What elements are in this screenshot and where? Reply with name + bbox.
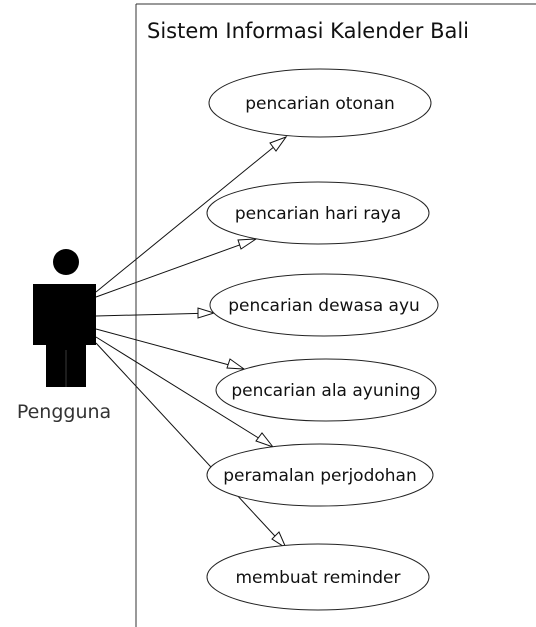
actor-label: Pengguna bbox=[17, 401, 111, 423]
use-case-label: pencarian otonan bbox=[245, 94, 395, 114]
association-perjodohan bbox=[95, 336, 274, 448]
use-case-ellipse bbox=[209, 273, 439, 337]
use-case-ellipse bbox=[215, 358, 437, 422]
use-case-ala-ayuning: pencarian ala ayuning bbox=[215, 358, 437, 422]
association-reminder bbox=[95, 342, 287, 549]
associations bbox=[95, 135, 288, 550]
use-case-hari-raya: pencarian hari raya bbox=[206, 181, 430, 245]
use-case-label: pencarian ala ayuning bbox=[231, 381, 420, 401]
arrowhead-hari-raya bbox=[237, 238, 258, 250]
association-otonan bbox=[95, 136, 287, 293]
actor: Pengguna bbox=[17, 249, 111, 423]
use-case-label: membuat reminder bbox=[235, 568, 400, 588]
association-hari-raya bbox=[95, 238, 257, 298]
use-case-ellipse bbox=[206, 543, 430, 611]
use-case-label: pencarian hari raya bbox=[235, 204, 401, 224]
use-case-perjodohan: peramalan perjodohan bbox=[206, 443, 434, 507]
use-case-dewasa-ayu: pencarian dewasa ayu bbox=[209, 273, 439, 337]
system-title: Sistem Informasi Kalender Bali bbox=[147, 19, 469, 43]
use-case-otonan: pencarian otonan bbox=[208, 68, 432, 138]
arrowhead-reminder bbox=[271, 531, 288, 550]
association-ala-ayuning bbox=[95, 328, 245, 370]
use-case-ellipse bbox=[206, 181, 430, 245]
person-icon bbox=[33, 249, 96, 387]
arrowhead-ala-ayuning bbox=[226, 358, 246, 370]
system-boundary: Sistem Informasi Kalender Bali bbox=[135, 3, 536, 627]
association-dewasa-ayu bbox=[95, 312, 215, 317]
arrowhead-dewasa-ayu bbox=[197, 307, 216, 319]
use-case-label: pencarian dewasa ayu bbox=[228, 296, 420, 316]
use-case-reminder: membuat reminder bbox=[206, 543, 430, 611]
arrowhead-perjodohan bbox=[255, 432, 275, 449]
person-icon-body bbox=[33, 284, 96, 387]
use-case-label: peramalan perjodohan bbox=[223, 466, 416, 486]
use-case-ellipse bbox=[206, 443, 434, 507]
use-case-ellipse bbox=[208, 68, 432, 138]
arrowhead-otonan bbox=[269, 135, 288, 152]
person-icon-head bbox=[53, 249, 79, 275]
